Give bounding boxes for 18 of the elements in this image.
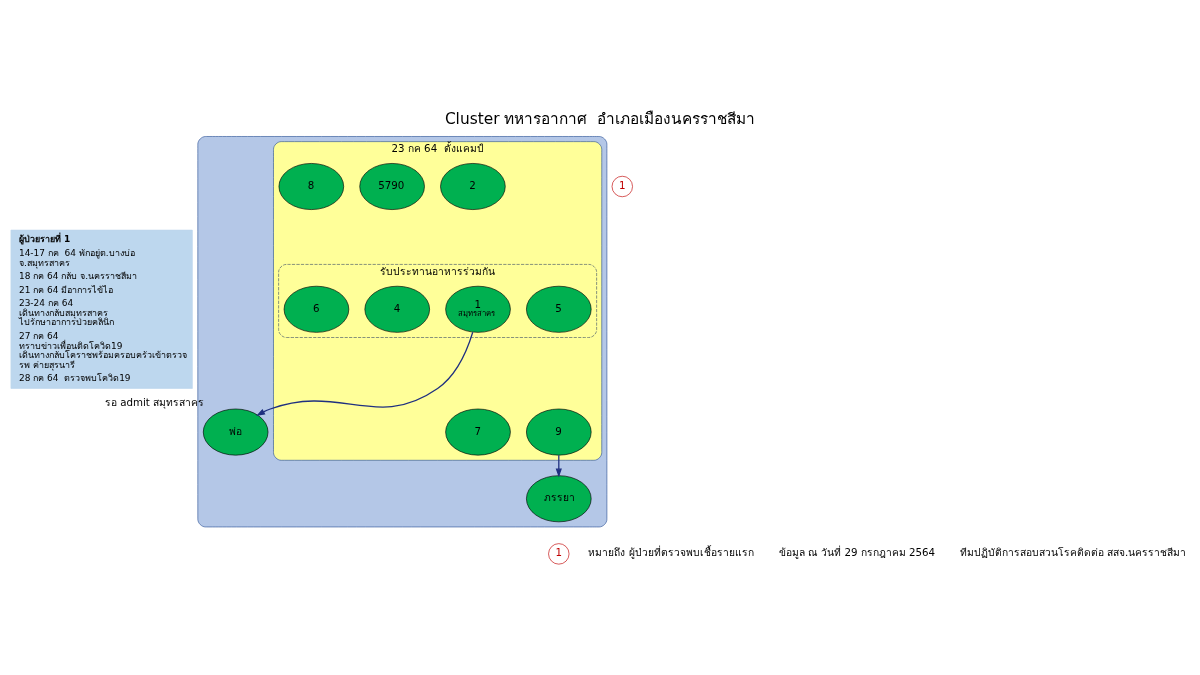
label: ทีมปฏิบัติการสอบสวนโรคติดต่อ สสจ.นครราชสีมา [959, 546, 1187, 559]
node-ellipse: 4 [364, 285, 430, 333]
node-ellipse: ภรรยา [526, 475, 592, 523]
node-ellipse: 7 [445, 408, 511, 456]
node-ellipse: 2 [440, 163, 506, 210]
node-ellipse: 8 [278, 163, 344, 210]
node-label: รอ admit สมุทรสาคร [104, 395, 205, 408]
node-ellipse: 5 [526, 285, 592, 333]
node-ellipse: 9 [526, 408, 592, 456]
node-ellipse: 5790 [359, 163, 425, 210]
diagram-title: Cluster ทหารอากาศ อำเภอเมืองนครราชสีมา [444, 110, 756, 129]
label: ข้อมูล ณ วันที่ 29 กรกฎาคม 2564 [778, 546, 936, 559]
arrow [256, 331, 474, 416]
node-ellipse: 6 [283, 285, 350, 333]
label: 1 [555, 546, 563, 559]
node-box: ผู้ป่วยรายที่ 1 14-17 กค 64 พักอยู่ต.บางบ่อ จ.สมุทรสาคร 18 กค 64 กลับ จ.นครราชสีมา 21 กค 64 มีอาการไข้ไอ 23-24 กค 64 เดินทางกลับสมุทรสาคร ไปรักษาอาการป่วยคลินิก 27 กค 64 ทราบข่าวเพื่อนติดโควิด19 เดินทางกลับโคราชพร้อมครอบครัวเข้าตรวจ รพ ค่ายสุรนารี 28 กค 64 ตรวจพบโควิด19 [10, 229, 193, 389]
label: หมายถึง ผู้ป่วยที่ตรวจพบเชื้อรายแรก [588, 546, 754, 559]
label: 1 [619, 178, 626, 191]
